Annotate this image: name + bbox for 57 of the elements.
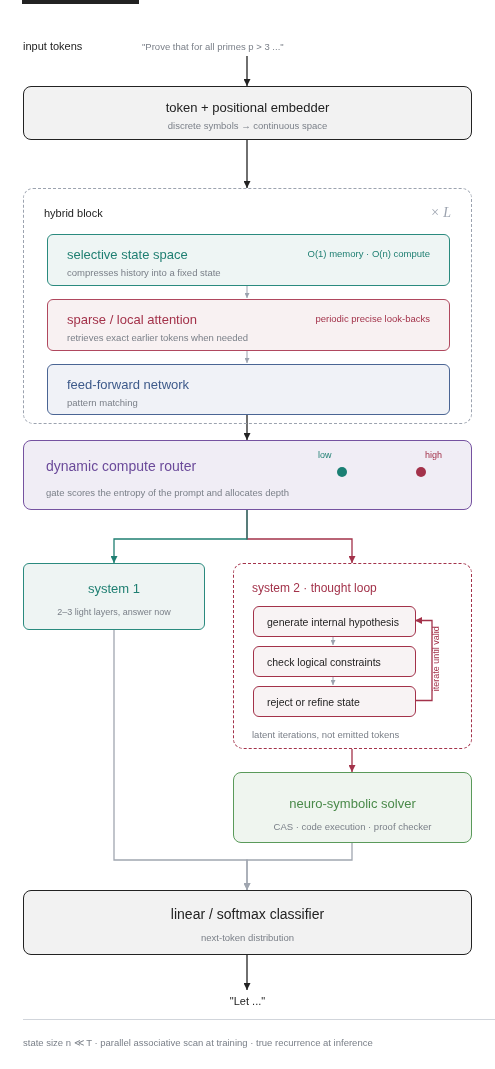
node-title: check logical constraints bbox=[267, 655, 381, 670]
output-text: "Let ..." bbox=[228, 994, 267, 1009]
arrow bbox=[243, 55, 251, 87]
step-box bbox=[253, 646, 416, 677]
arrow bbox=[244, 284, 250, 299]
node-text: retrieves exact earlier tokens when needed bbox=[67, 331, 249, 345]
arrow bbox=[244, 349, 250, 364]
dashed-group-box bbox=[23, 188, 472, 424]
process-box bbox=[233, 772, 472, 843]
node-text: compresses history into a fixed state bbox=[67, 266, 221, 280]
legend-label: high bbox=[425, 449, 442, 462]
node-title: sparse / local attention bbox=[67, 311, 198, 329]
arrow bbox=[110, 509, 248, 564]
node-text: next-token distribution bbox=[200, 931, 295, 945]
process-box bbox=[47, 299, 450, 351]
arrow bbox=[243, 954, 251, 991]
node-title: generate internal hypothesis bbox=[267, 615, 399, 630]
node-text: discrete symbols → continuous space bbox=[166, 119, 329, 133]
node-text: pattern matching bbox=[67, 396, 138, 410]
process-box bbox=[23, 563, 205, 630]
arrow bbox=[330, 675, 336, 686]
step-box bbox=[253, 686, 416, 717]
node-title: dynamic compute router bbox=[46, 457, 197, 476]
node-title: hybrid block bbox=[44, 206, 103, 221]
node-title: selective state space bbox=[67, 246, 188, 264]
arrow bbox=[414, 617, 433, 702]
node-text: × L bbox=[430, 204, 451, 222]
node-text: 2–3 light layers, answer now bbox=[56, 606, 172, 619]
arrow bbox=[243, 842, 353, 891]
legend-label: low bbox=[318, 449, 332, 462]
arrow bbox=[243, 413, 251, 441]
process-box bbox=[47, 364, 450, 415]
node-title: feed-forward network bbox=[67, 376, 190, 394]
edge-label: iterate until valid bbox=[430, 625, 443, 694]
step-box bbox=[253, 606, 416, 637]
node-text: O(1) memory · O(n) compute bbox=[307, 247, 430, 261]
dashed-group-box bbox=[233, 563, 472, 749]
node-text: periodic precise look-backs bbox=[315, 312, 430, 326]
footnote-text: state size n ≪ T · parallel associative scan at training · true recurrence at inference bbox=[23, 1036, 373, 1050]
input-label: input tokens bbox=[23, 39, 83, 54]
process-box bbox=[23, 86, 472, 140]
node-text: gate scores the entropy of the prompt and allocates depth bbox=[46, 486, 289, 500]
process-box bbox=[23, 890, 472, 955]
node-title: reject or refine state bbox=[267, 695, 360, 710]
arrow bbox=[330, 635, 336, 646]
router-box bbox=[23, 440, 472, 510]
quote-text: "Prove that for all primes p > 3 ..." bbox=[142, 40, 284, 54]
node-text: CAS · code execution · proof checker bbox=[272, 820, 433, 834]
node-title: system 1 bbox=[87, 580, 141, 598]
node-title: neuro-symbolic solver bbox=[288, 795, 417, 813]
node-title: linear / softmax classifier bbox=[169, 905, 326, 924]
node-title: system 2 · thought loop bbox=[252, 580, 377, 597]
node-text: latent iterations, not emitted tokens bbox=[252, 728, 400, 742]
process-box bbox=[47, 234, 450, 286]
arrow bbox=[243, 139, 251, 189]
arrow bbox=[348, 748, 356, 773]
node-title: token + positional embedder bbox=[164, 99, 331, 117]
